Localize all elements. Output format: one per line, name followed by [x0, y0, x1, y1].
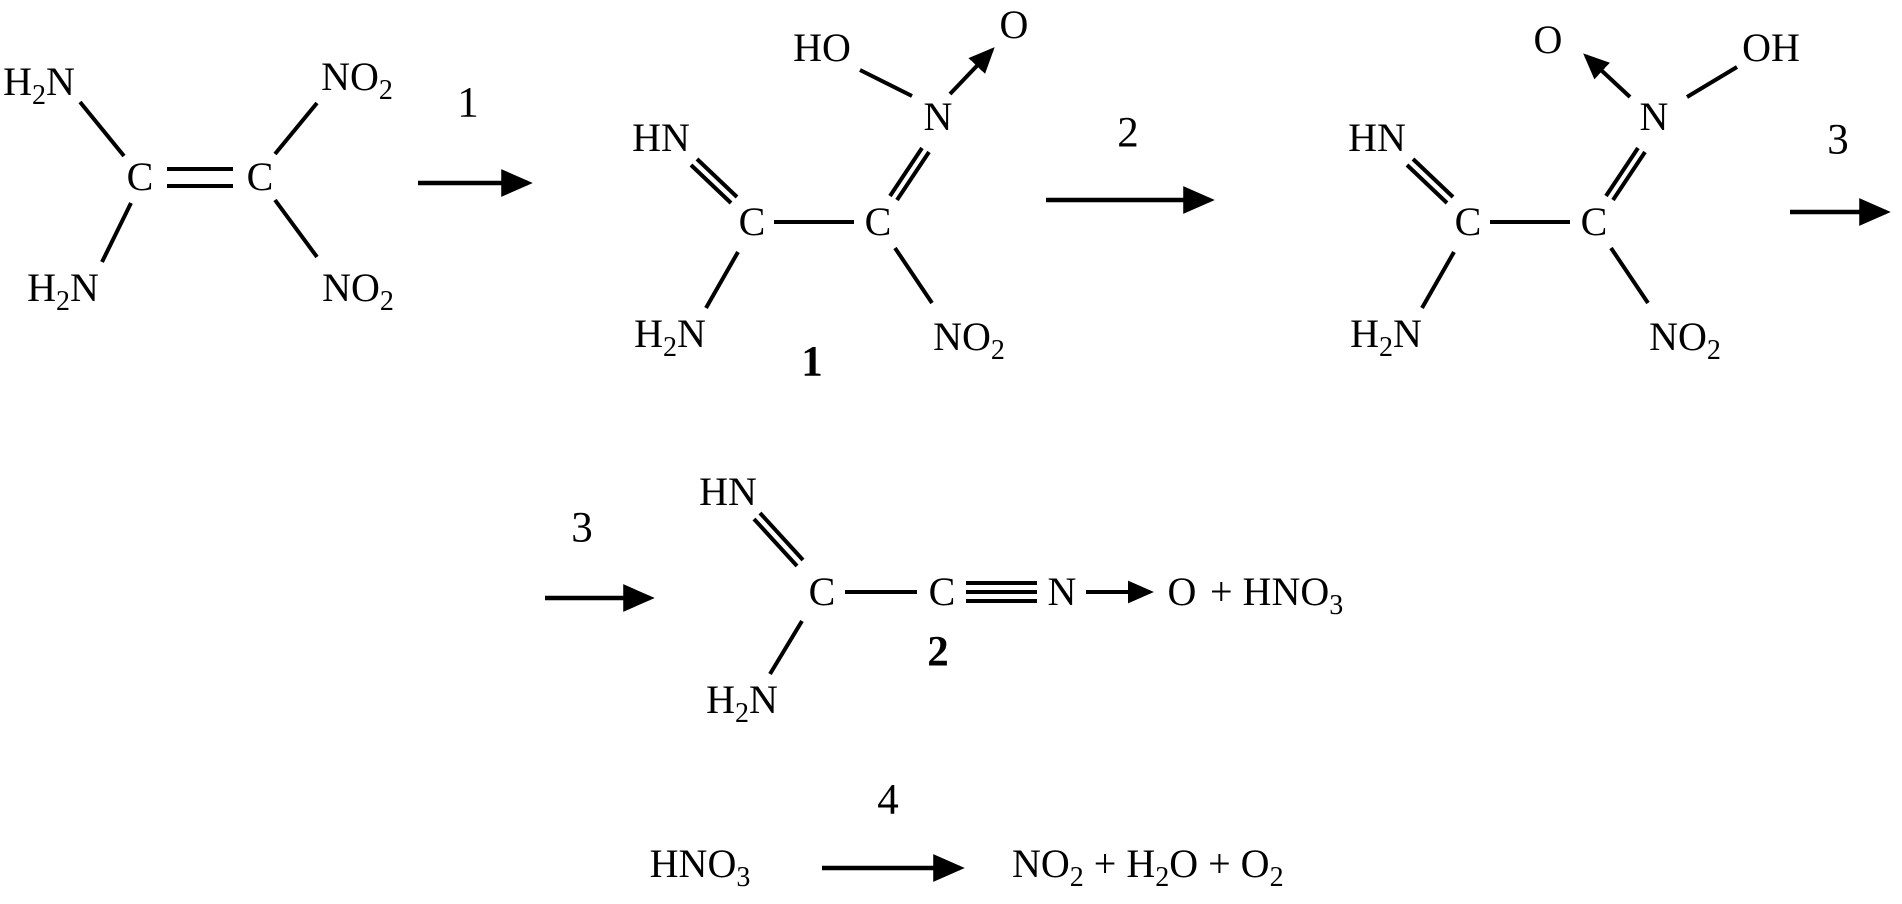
prod2-carbon-right-label: C	[928, 569, 956, 614]
n-to-o-dative-arrow	[948, 47, 995, 96]
int1-amino-label: H2N	[634, 311, 706, 363]
int2-nitrogen-label: N	[1639, 94, 1669, 139]
product2-bonds	[752, 511, 1154, 676]
step4-label: 4	[877, 776, 899, 824]
prod2-amino-label: H2N	[706, 677, 778, 729]
hno3-products-label: NO2 + H2O + O2	[1012, 841, 1284, 893]
int2-nitro-label: NO2	[1649, 314, 1721, 366]
compound-number-2: 2	[927, 628, 949, 676]
prod2-oxygen-label: O	[1167, 569, 1197, 614]
int1-oxygen-label: O	[999, 2, 1029, 47]
step1-label: 1	[457, 79, 479, 127]
int1-imine-label: HN	[632, 115, 690, 160]
step3-label-top: 3	[1827, 116, 1849, 164]
compound-number-1: 1	[801, 338, 823, 386]
int1-carbon-left-label: C	[738, 199, 766, 244]
int1-hydroxyl-label: HO	[793, 25, 851, 70]
intermediate1-bonds	[689, 47, 995, 309]
step2-label: 2	[1117, 109, 1139, 157]
int1-carbon-right-label: C	[864, 199, 892, 244]
fox7-carbon-left-label: C	[126, 154, 154, 199]
step3-label-bottom: 3	[571, 504, 593, 552]
int1-nitrogen-label: N	[923, 94, 953, 139]
prod2-carbon-left-label: C	[808, 569, 836, 614]
prod2-plus-hno3-label: + HNO3	[1210, 569, 1344, 621]
int2-hydroxyl-label: OH	[1742, 25, 1800, 70]
int2-oxygen-label: O	[1533, 17, 1563, 62]
fox7-amino-bottom-label: H2N	[27, 265, 99, 317]
int2-carbon-left-label: C	[1454, 199, 1482, 244]
int2-imine-label: HN	[1348, 115, 1406, 160]
reaction-arrows	[418, 169, 1891, 882]
fox7-nitro-bottom-label: NO2	[322, 265, 394, 317]
prod2-imine-label: HN	[699, 469, 757, 514]
int1-nitro-label: NO2	[933, 314, 1005, 366]
fox7-carbon-right-label: C	[246, 154, 274, 199]
fox7-amino-top-label: H2N	[3, 59, 75, 111]
n-to-o-dative-arrow	[1583, 53, 1632, 99]
int2-carbon-right-label: C	[1580, 199, 1608, 244]
fox7-bonds	[78, 100, 319, 263]
intermediate2-bonds	[1405, 53, 1739, 309]
hno3-reactant-label: HNO3	[649, 841, 751, 893]
fox7-nitro-top-label: NO2	[321, 54, 393, 106]
int2-amino-label: H2N	[1350, 311, 1422, 363]
prod2-nitrogen-label: N	[1047, 569, 1077, 614]
